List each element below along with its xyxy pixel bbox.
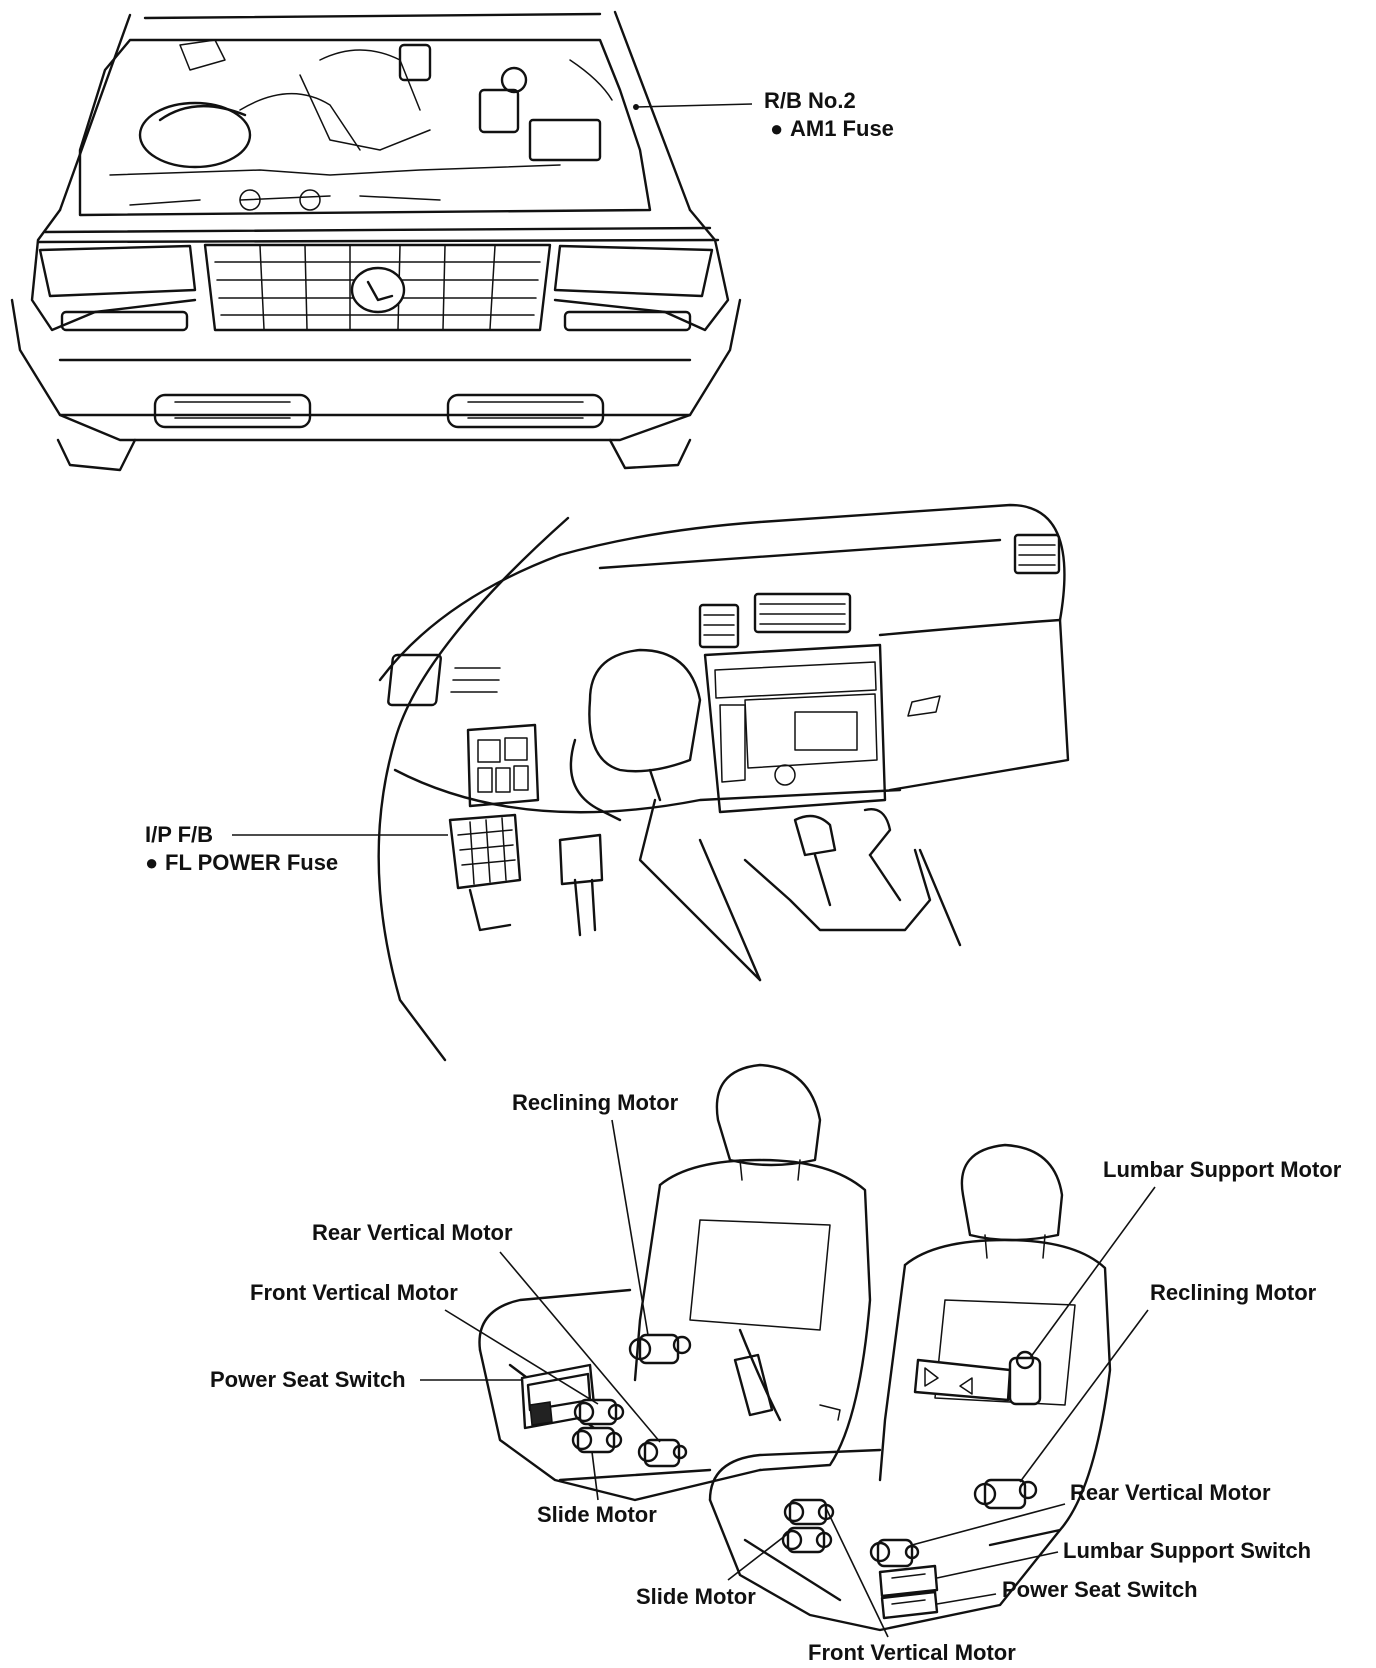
leader-reclining-motor-left xyxy=(611,1119,649,1336)
label-slide-motor-right: Slide Motor xyxy=(636,1584,756,1609)
label-ip-fb: I/P F/B xyxy=(145,822,213,847)
label-rear-vertical-motor-right: Rear Vertical Motor xyxy=(1070,1480,1271,1505)
leader-power-seat-switch-right xyxy=(936,1593,997,1605)
label-fl-power-fuse: FL POWER Fuse xyxy=(165,850,338,875)
leader-slide-motor-left xyxy=(591,1451,599,1501)
vehicle-front-illustration xyxy=(10,10,742,472)
leader-reclining-motor-right xyxy=(1019,1309,1149,1483)
leader-lumbar-support-switch xyxy=(936,1551,1059,1579)
label-lumbar-support-switch: Lumbar Support Switch xyxy=(1063,1538,1311,1563)
label-power-seat-switch-left: Power Seat Switch xyxy=(210,1367,406,1392)
label-rb-no2: R/B No.2 xyxy=(764,88,856,113)
leader-slide-motor-right xyxy=(727,1531,791,1581)
label-front-vertical-motor-left: Front Vertical Motor xyxy=(250,1280,458,1305)
label-front-vertical-motor-right: Front Vertical Motor xyxy=(808,1640,1016,1665)
label-reclining-motor-left: Reclining Motor xyxy=(512,1090,679,1115)
label-power-seat-switch-right: Power Seat Switch xyxy=(1002,1577,1198,1602)
leader-rb-no2 xyxy=(635,103,753,108)
label-rear-vertical-motor-left: Rear Vertical Motor xyxy=(312,1220,513,1245)
label-am1-fuse: AM1 Fuse xyxy=(790,116,894,141)
leader-rear-vertical-motor-left xyxy=(499,1251,661,1443)
left-seat-illustration xyxy=(478,1063,872,1502)
leader-front-vertical-motor-left xyxy=(444,1309,599,1405)
leader-front-vertical-motor-right xyxy=(825,1507,889,1638)
label-slide-motor-left: Slide Motor xyxy=(537,1502,657,1527)
right-seat-illustration xyxy=(708,1143,1112,1632)
instrument-panel-illustration xyxy=(377,503,1070,1062)
leader-rear-vertical-motor-right xyxy=(911,1503,1066,1546)
label-lumbar-support-motor: Lumbar Support Motor xyxy=(1103,1157,1342,1182)
label-reclining-motor-right: Reclining Motor xyxy=(1150,1280,1317,1305)
bullet-am1: ● xyxy=(770,116,783,141)
bullet-fl-power: ● xyxy=(145,850,158,875)
leader-lumbar-support-motor xyxy=(1029,1186,1156,1359)
